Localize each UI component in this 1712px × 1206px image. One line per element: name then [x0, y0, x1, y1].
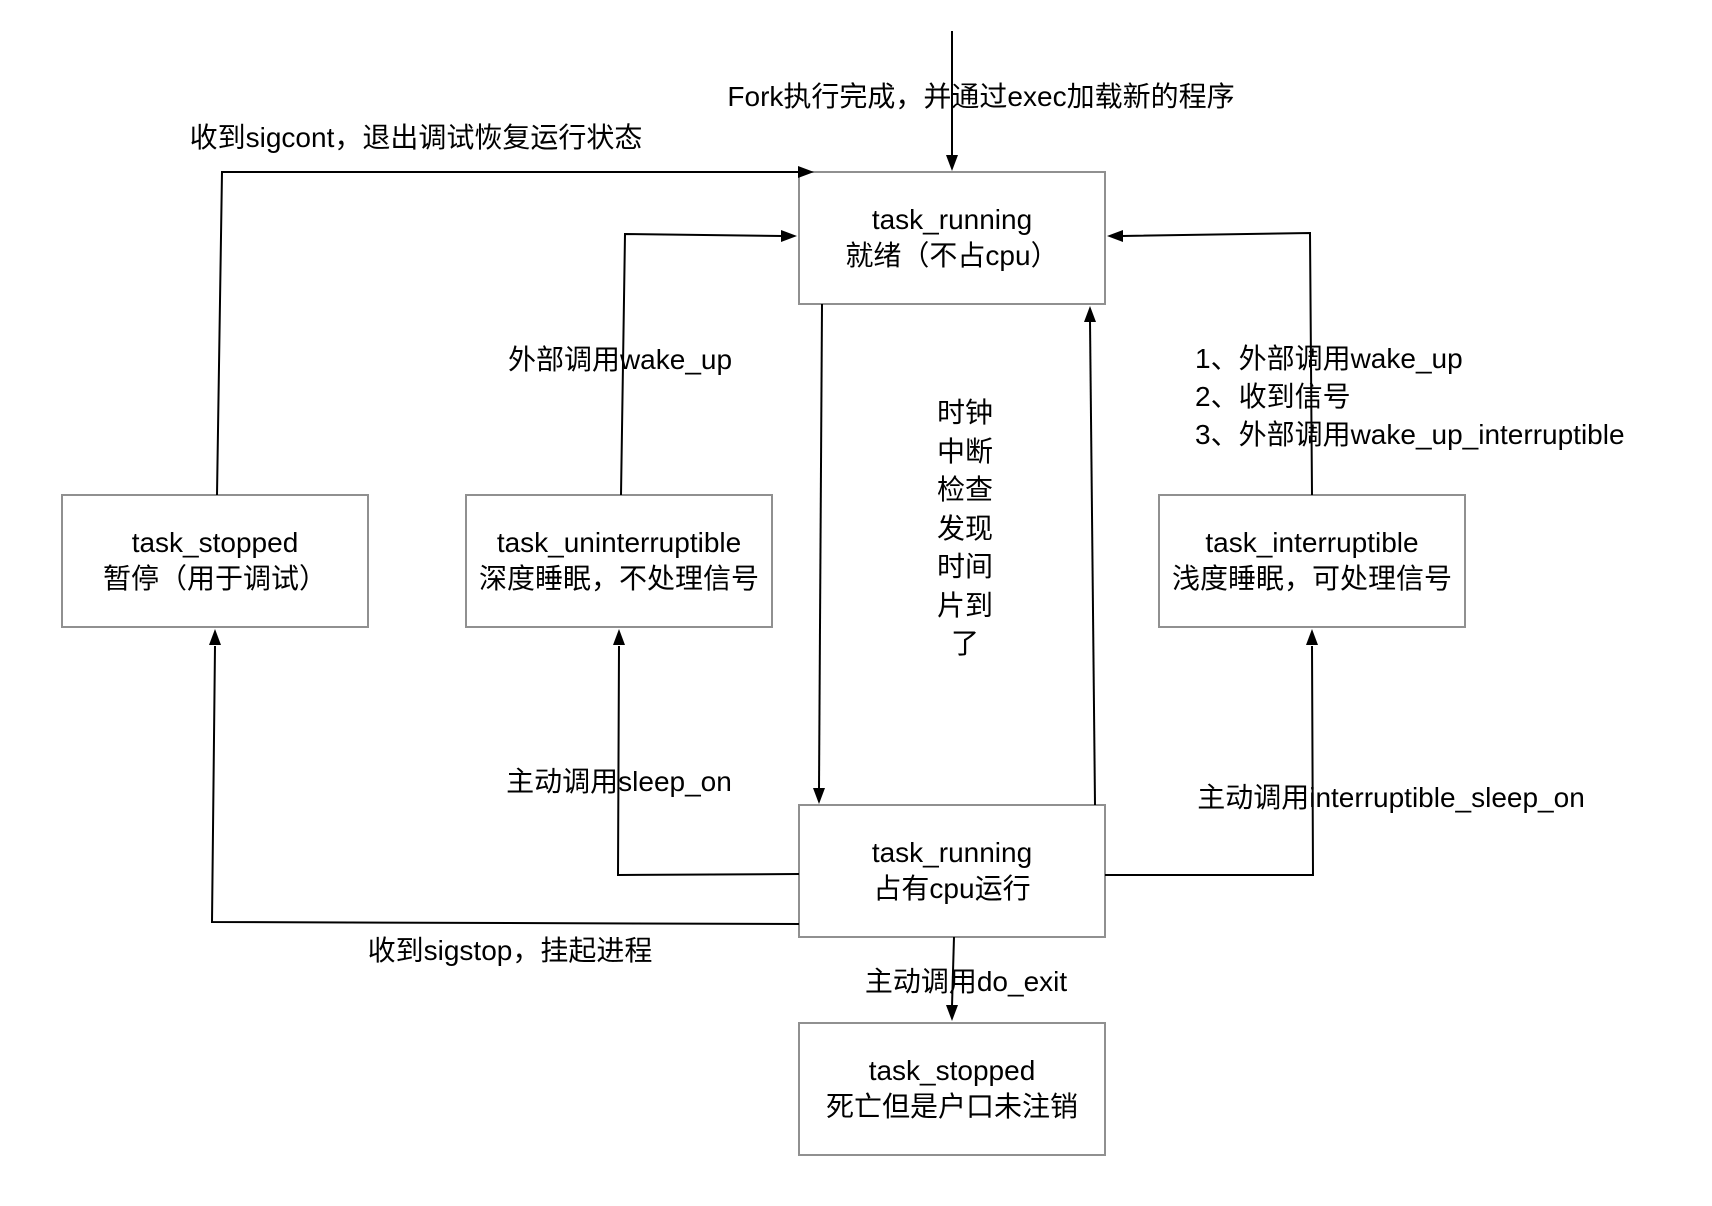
- arrow-line: [216, 171, 799, 496]
- arrowhead: [1084, 306, 1096, 322]
- state-description: 浅度睡眠，可处理信号: [1171, 563, 1452, 594]
- arrow-line: [818, 303, 823, 790]
- state-name: task_stopped: [131, 527, 299, 558]
- state-description: 深度睡眠，不处理信号: [478, 563, 759, 594]
- label-line: 时钟: [936, 397, 994, 428]
- arrowhead: [613, 629, 625, 645]
- state-description: 暂停（用于调试）: [102, 563, 327, 594]
- label-line: 1、外部调用wake_up: [1195, 343, 1463, 374]
- state-name: task_running: [871, 837, 1033, 868]
- label-line: 时间: [936, 551, 994, 582]
- label-sigstop: 收到sigstop，挂起进程: [367, 935, 653, 966]
- label-sleep-on: 主动调用sleep_on: [506, 766, 732, 797]
- arrowhead: [209, 629, 221, 645]
- state-box-task-running-cpu: task_running 占有cpu运行: [798, 804, 1106, 938]
- arrowhead: [813, 788, 825, 804]
- arrowhead: [1107, 230, 1123, 242]
- label-line: 2、收到信号: [1195, 381, 1351, 412]
- state-description: 占有cpu运行: [873, 873, 1031, 904]
- label-timeslice-expired: 时钟 中断 检查 发现 时间 片到 了: [937, 394, 993, 664]
- state-description: 就绪（不占cpu）: [845, 240, 1059, 271]
- arrowhead: [781, 230, 797, 242]
- state-box-task-stopped-dead: task_stopped 死亡但是户口未注销: [798, 1022, 1106, 1156]
- state-description: 死亡但是户口未注销: [825, 1091, 1078, 1122]
- label-interruptible-wake-conditions: 1、外部调用wake_up 2、收到信号 3、外部调用wake_up_inter…: [1195, 340, 1625, 454]
- state-box-task-stopped-debug: task_stopped 暂停（用于调试）: [61, 494, 369, 628]
- label-do-exit: 主动调用do_exit: [864, 966, 1068, 997]
- arrow-sleep-on-running-to-uninterruptible: [613, 629, 800, 877]
- state-box-task-running-ready: task_running 就绪（不占cpu）: [798, 171, 1106, 305]
- arrow-line: [616, 645, 800, 877]
- label-line: 发现: [936, 512, 994, 544]
- arrow-sigcont-stopped-to-ready: [216, 166, 814, 496]
- arrowhead: [946, 155, 958, 171]
- state-box-task-interruptible: task_interruptible 浅度睡眠，可处理信号: [1158, 494, 1466, 628]
- label-line: 中断: [936, 435, 994, 467]
- arrow-interruptible-sleep-on-running-to-interruptible: [1105, 629, 1318, 876]
- state-name: task_interruptible: [1205, 527, 1419, 558]
- label-sigcont: 收到sigcont，退出调试恢复运行状态: [189, 122, 643, 153]
- arrow-line: [1089, 320, 1096, 806]
- arrow-line: [1105, 645, 1315, 876]
- label-interruptible-sleep-on: 主动调用interruptible_sleep_on: [1197, 782, 1585, 813]
- arrow-ready-to-running: [813, 303, 825, 804]
- arrowhead: [1306, 629, 1318, 645]
- label-line: 了: [950, 628, 980, 659]
- label-fork-exec: Fork执行完成，并通过exec加载新的程序: [727, 81, 1235, 112]
- state-name: task_stopped: [868, 1055, 1036, 1086]
- label-line: 3、外部调用wake_up_interruptible: [1195, 419, 1625, 450]
- arrowhead: [946, 1005, 958, 1021]
- arrow-timeslice-running-to-ready: [1084, 306, 1096, 806]
- label-wake-up: 外部调用wake_up: [507, 344, 733, 375]
- state-box-task-uninterruptible: task_uninterruptible 深度睡眠，不处理信号: [465, 494, 773, 628]
- label-line: 检查: [936, 474, 994, 505]
- label-line: 片到: [936, 589, 994, 621]
- state-name: task_running: [871, 204, 1033, 235]
- state-name: task_uninterruptible: [496, 527, 742, 558]
